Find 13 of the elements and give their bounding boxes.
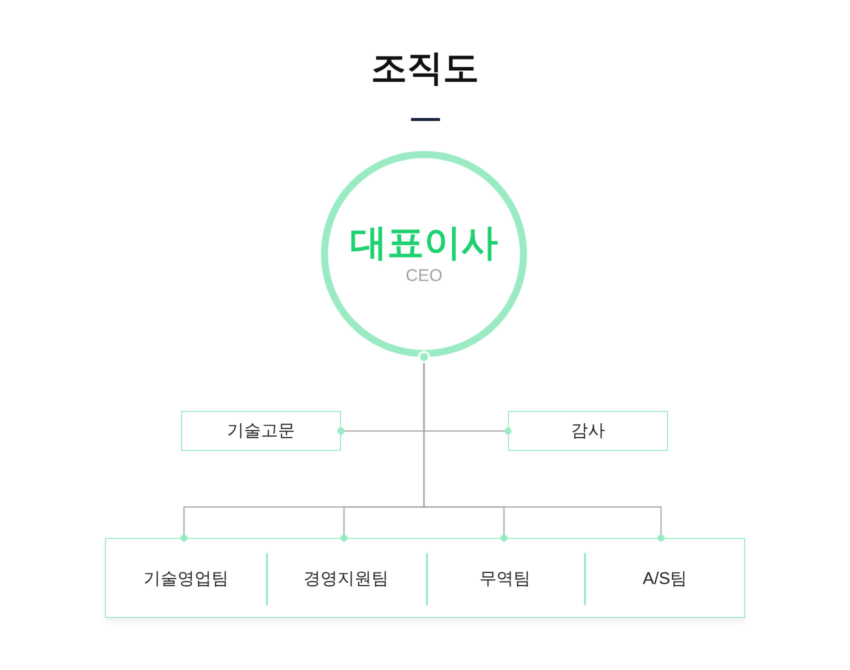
org-box xyxy=(508,411,668,451)
box-label: 감사 xyxy=(571,420,605,442)
role-title: 대표이사 xyxy=(350,221,498,265)
box-label: 기술고문 xyxy=(227,420,295,442)
team-panel xyxy=(105,538,745,618)
org-box xyxy=(181,411,341,451)
connector-line xyxy=(418,351,664,542)
box-label: A/S팀 xyxy=(642,568,688,590)
box-label: 경영지원팀 xyxy=(304,568,388,590)
role-subtitle: CEO xyxy=(406,265,442,287)
page-title: 조직도 xyxy=(370,46,480,90)
box-label: 무역팀 xyxy=(480,568,530,590)
box-label: 기술영업팀 xyxy=(144,568,228,590)
